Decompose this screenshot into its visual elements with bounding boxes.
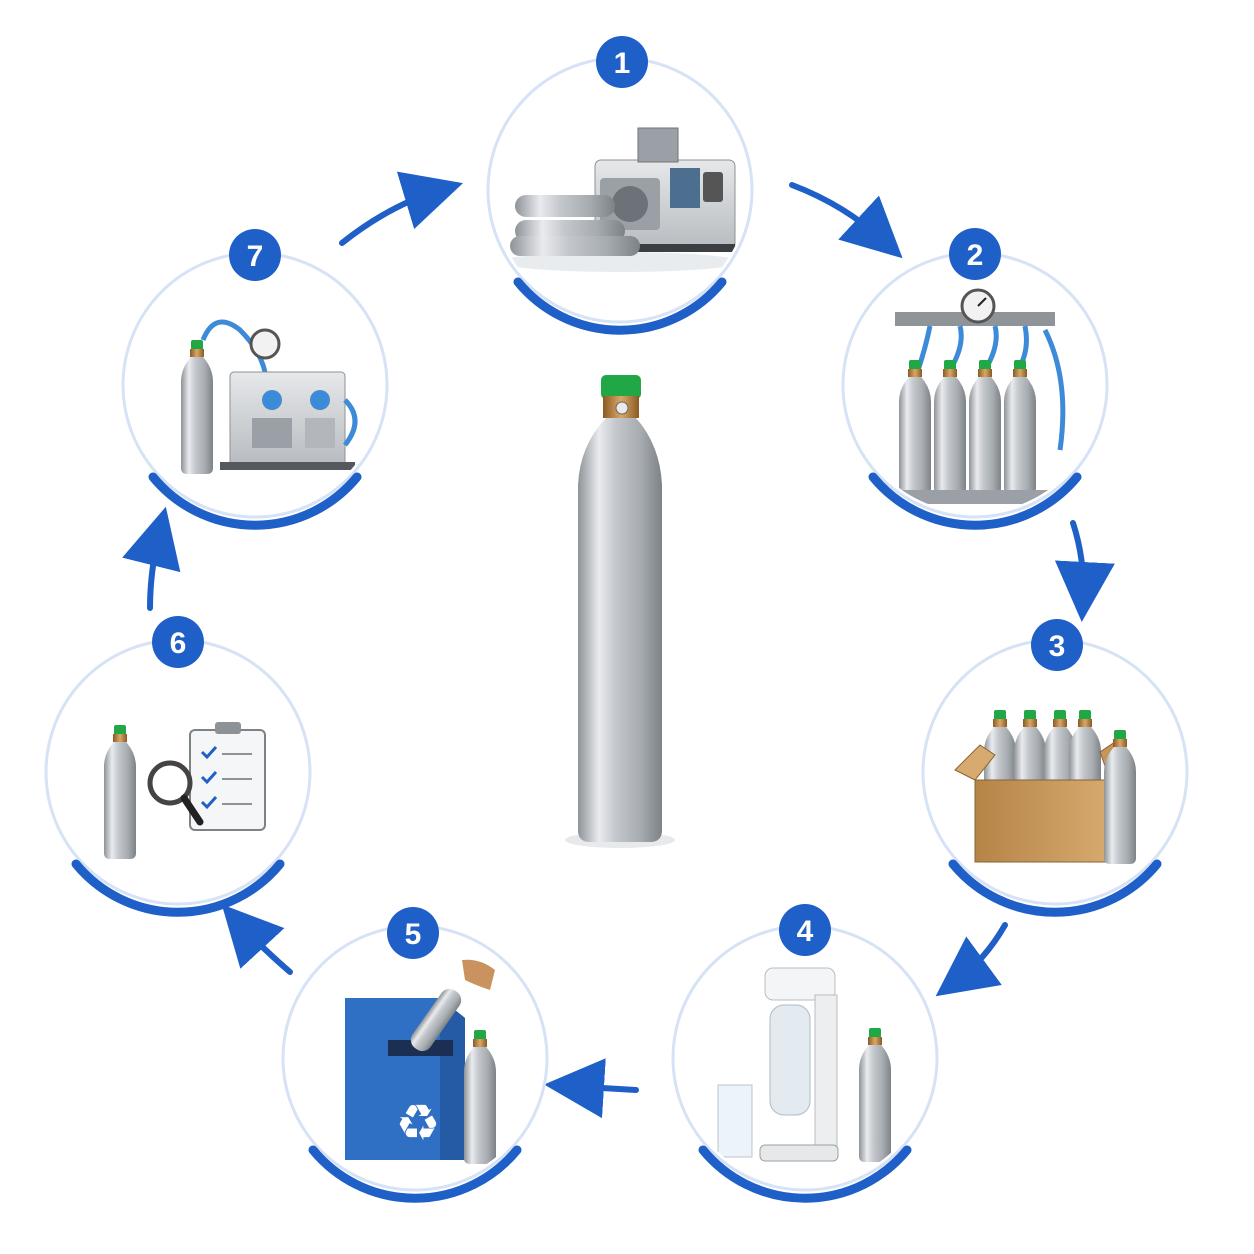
step-badge-6 [152, 616, 204, 668]
step-1: 1 [486, 36, 754, 335]
soda-maker-icon [717, 967, 891, 1162]
step-badge-2 [949, 228, 1001, 280]
step-arc-1 [513, 277, 727, 335]
step-number-3: 3 [1049, 630, 1066, 663]
step-number-1: 1 [614, 47, 631, 80]
step-4: 4 [671, 904, 939, 1203]
arrow-3-to-4 [935, 922, 1008, 997]
inspection-checklist-icon [104, 722, 266, 859]
arrow-5-to-6 [221, 904, 293, 975]
filling-manifold-icon [880, 288, 1070, 504]
step-arc-3 [948, 859, 1162, 917]
manufacturing-lathe-icon [500, 127, 740, 272]
arrow-2-to-3 [1054, 520, 1115, 622]
step-number-4: 4 [797, 915, 814, 948]
co2-cylinder-icon [565, 375, 675, 848]
step-7: 7 [121, 229, 389, 530]
step-arc-6 [71, 859, 285, 917]
arrow-4-to-5 [544, 1058, 639, 1119]
arrow-6-to-7 [122, 506, 181, 611]
arrow-1-to-2 [789, 182, 903, 259]
recycle-bin-icon: ♻ [345, 959, 496, 1164]
step-3: 3 [921, 619, 1189, 917]
step-number-6: 6 [170, 627, 187, 660]
arrow-7-to-1 [339, 171, 463, 246]
step-circle-6 [44, 638, 312, 906]
step-badge-4 [779, 904, 831, 956]
step-number-7: 7 [247, 240, 264, 273]
step-6: 6 [44, 616, 312, 917]
step-arc-7 [148, 472, 362, 530]
step-badge-5 [387, 907, 439, 959]
svg-text:♻: ♻ [396, 1094, 441, 1152]
step-2: 2 [841, 228, 1109, 530]
step-number-2: 2 [967, 239, 984, 272]
step-arc-5 [308, 1145, 522, 1203]
step-arc-4 [698, 1145, 912, 1203]
step-badge-7 [229, 229, 281, 281]
shipping-box-icon [954, 710, 1136, 864]
step-5: ♻ 5 [281, 907, 549, 1203]
step-arc-2 [868, 472, 1082, 530]
step-badge-3 [1031, 619, 1083, 671]
step-number-5: 5 [405, 918, 422, 951]
cycle-arrows [122, 171, 1115, 1119]
step-badge-1 [596, 36, 648, 88]
pressure-testing-station-icon [181, 319, 358, 474]
